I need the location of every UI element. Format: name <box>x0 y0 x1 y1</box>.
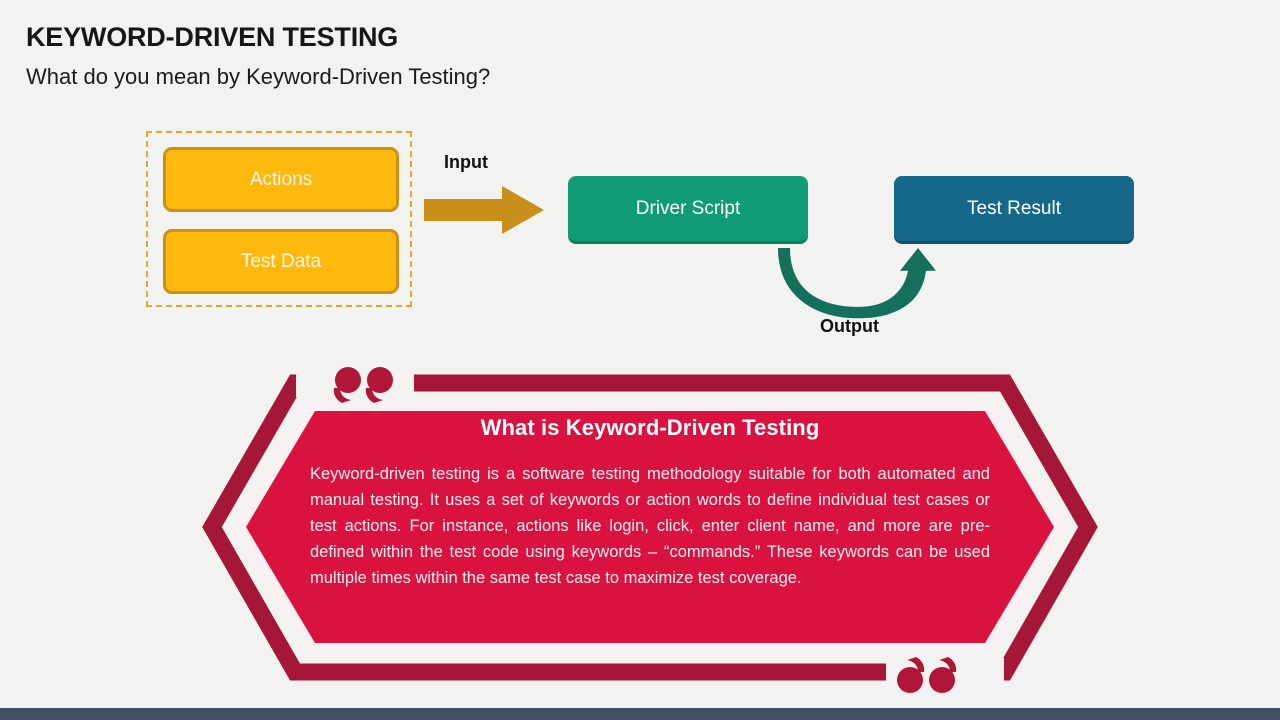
close-quote-icon <box>897 657 957 693</box>
driver-script-box[interactable]: Driver Script <box>568 176 808 244</box>
driver-script-label: Driver Script <box>635 197 741 219</box>
hexagon-fill <box>246 411 1054 643</box>
test-data-box-label: Test Data <box>240 250 322 272</box>
quote-marks-layer <box>333 367 957 693</box>
footer-bar <box>0 708 1280 720</box>
test-result-label: Test Result <box>967 197 1061 219</box>
test-result-box[interactable]: Test Result <box>894 176 1134 244</box>
input-arrow-label: Input <box>444 152 488 172</box>
callout-body: Keyword-driven testing is a software tes… <box>310 465 990 587</box>
right-arrow-icon <box>424 186 544 234</box>
output-arrow-label: Output <box>820 316 879 336</box>
open-quote-icon <box>333 367 393 403</box>
hexagon-shapes <box>202 371 1098 684</box>
curved-up-arrow-icon <box>778 248 936 319</box>
callout-text-block: What is Keyword-Driven Testing Keyword-d… <box>310 415 990 591</box>
callout-heading: What is Keyword-Driven Testing <box>480 415 820 440</box>
input-group-container: Actions Test Data <box>146 131 412 307</box>
page-title: KEYWORD-DRIVEN TESTING <box>26 22 399 52</box>
page-subtitle: What do you mean by Keyword-Driven Testi… <box>26 64 491 89</box>
test-data-box[interactable]: Test Data <box>163 229 399 294</box>
actions-box[interactable]: Actions <box>163 147 399 212</box>
hexagon-inner-ring <box>233 401 1067 653</box>
callout-hexagon: What is Keyword-Driven Testing Keyword-d… <box>200 355 1100 700</box>
actions-box-label: Actions <box>249 168 313 190</box>
